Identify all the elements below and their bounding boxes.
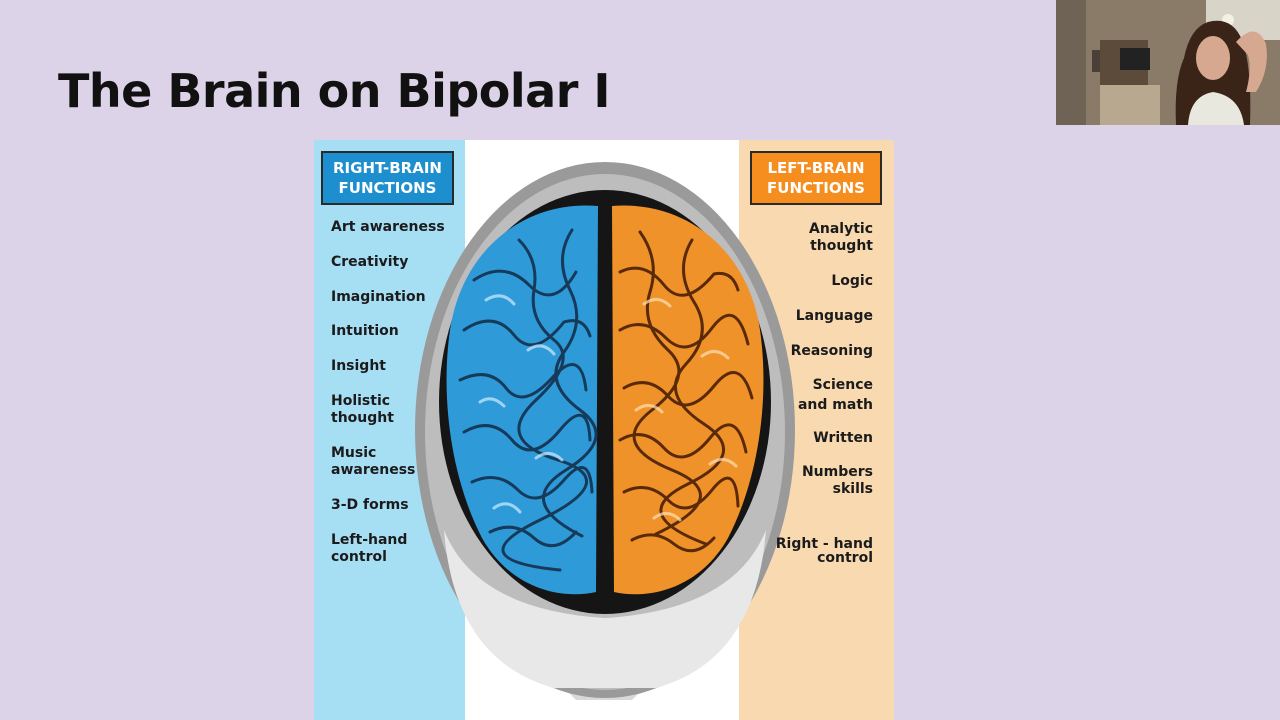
left-hemisphere xyxy=(612,205,764,595)
right-function-item: Imagination xyxy=(331,289,426,305)
slide-title: The Brain on Bipolar I xyxy=(58,64,611,118)
presenter-video-icon xyxy=(1056,0,1280,125)
right-brain-header-line-1: RIGHT-BRAIN xyxy=(333,159,442,177)
brain-infographic: RIGHT-BRAIN FUNCTIONS LEFT-BRAIN FUNCTIO… xyxy=(314,140,894,720)
left-brain-header-line-2: FUNCTIONS xyxy=(767,179,865,197)
left-function-item: Reasoning xyxy=(790,343,873,359)
right-function-item: Insight xyxy=(331,358,386,374)
left-brain-header-line-1: LEFT-BRAIN xyxy=(767,159,865,177)
right-function-item: Creativity xyxy=(331,254,409,270)
right-function-item: 3-D forms xyxy=(331,497,409,513)
right-brain-header-line-2: FUNCTIONS xyxy=(338,179,437,197)
brain-illustration-icon xyxy=(415,162,795,700)
left-function-item: Written xyxy=(813,430,873,446)
left-brain-header: LEFT-BRAIN FUNCTIONS xyxy=(750,151,882,205)
right-hemisphere xyxy=(446,205,598,595)
right-function-item: Art awareness xyxy=(331,219,445,235)
presenter-video[interactable] xyxy=(1056,0,1280,125)
left-function-item: Logic xyxy=(831,273,873,289)
left-function-item: Language xyxy=(795,308,873,324)
right-function-item: Intuition xyxy=(331,323,399,339)
right-brain-header: RIGHT-BRAIN FUNCTIONS xyxy=(321,151,454,205)
